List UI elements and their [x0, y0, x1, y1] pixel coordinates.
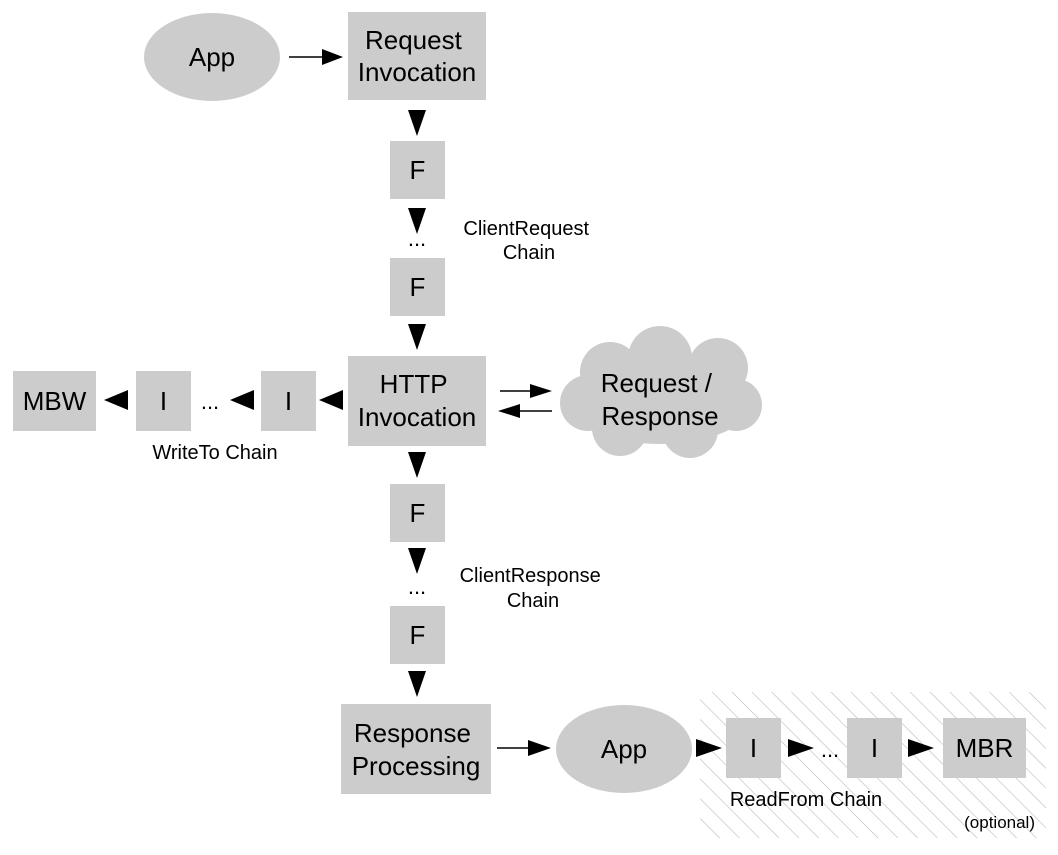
- mbr-label: MBR: [956, 733, 1014, 763]
- mbw-label: MBW: [23, 386, 87, 416]
- client-request-filter-2: F: [390, 258, 445, 316]
- readfrom-ellipsis: ...: [821, 737, 839, 762]
- http-invocation-line-2: Invocation: [358, 402, 477, 432]
- app-bottom-node: App: [556, 705, 692, 793]
- client-request-ellipsis: ...: [408, 226, 426, 251]
- readfrom-interceptor-1-label: I: [750, 733, 757, 763]
- readfrom-interceptor-2-label: I: [871, 733, 878, 763]
- client-response-chain-line-1: ClientResponse: [460, 565, 601, 587]
- client-request-filter-1: F: [390, 141, 445, 199]
- app-top-label: App: [189, 42, 235, 72]
- response-processing-line-1: Response: [354, 718, 471, 748]
- http-invocation-line-1: HTTP: [380, 369, 447, 399]
- writeto-chain-label: WriteTo Chain: [152, 442, 277, 464]
- request-invocation-line-2: Invocation: [358, 57, 477, 87]
- filter-4-label: F: [410, 620, 426, 650]
- client-request-chain-label: ClientRequest Chain: [463, 218, 594, 264]
- filter-1-label: F: [410, 155, 426, 185]
- mbw-node: MBW: [13, 371, 96, 431]
- request-invocation-line-1: Request: [365, 25, 463, 55]
- client-response-filter-1: F: [390, 484, 445, 542]
- client-response-filter-2: F: [390, 606, 445, 664]
- cloud-line-2: Response: [601, 401, 718, 431]
- client-response-chain-label: ClientResponse Chain: [460, 565, 607, 612]
- response-processing-node: Response Processing: [341, 704, 491, 794]
- request-response-cloud: Request / Response: [560, 326, 762, 458]
- svg-text:Response Processing: Response Processing: [352, 718, 481, 781]
- connectors: [104, 49, 934, 757]
- response-processing-line-2: Processing: [352, 751, 481, 781]
- client-response-ellipsis: ...: [408, 574, 426, 599]
- filter-2-label: F: [410, 272, 426, 302]
- cloud-line-1: Request /: [601, 368, 713, 398]
- svg-text:Request / Response: Request / Response: [601, 368, 720, 431]
- writeto-interceptor-2-label: I: [285, 386, 292, 416]
- optional-label: (optional): [964, 813, 1035, 832]
- readfrom-chain-label: ReadFrom Chain: [730, 789, 882, 811]
- app-bottom-label: App: [601, 734, 647, 764]
- mbr-node: MBR: [943, 718, 1026, 778]
- writeto-interceptor-1-label: I: [160, 386, 167, 416]
- svg-text:HTTP Invocation: HTTP Invocation: [358, 369, 477, 432]
- client-response-chain-line-2: Chain: [507, 590, 559, 612]
- app-top-node: App: [144, 13, 280, 101]
- readfrom-interceptor-2: I: [847, 718, 902, 778]
- svg-text:Request Invocation: Request Invocation: [358, 25, 477, 87]
- client-request-chain-line-2: Chain: [503, 242, 555, 264]
- client-request-chain-line-1: ClientRequest: [463, 218, 589, 240]
- request-invocation-node: Request Invocation: [348, 12, 486, 100]
- writeto-interceptor-2: I: [261, 371, 316, 431]
- readfrom-interceptor-1: I: [726, 718, 781, 778]
- writeto-ellipsis: ...: [201, 389, 219, 414]
- writeto-interceptor-1: I: [136, 371, 191, 431]
- http-invocation-node: HTTP Invocation: [348, 356, 486, 446]
- filter-3-label: F: [410, 498, 426, 528]
